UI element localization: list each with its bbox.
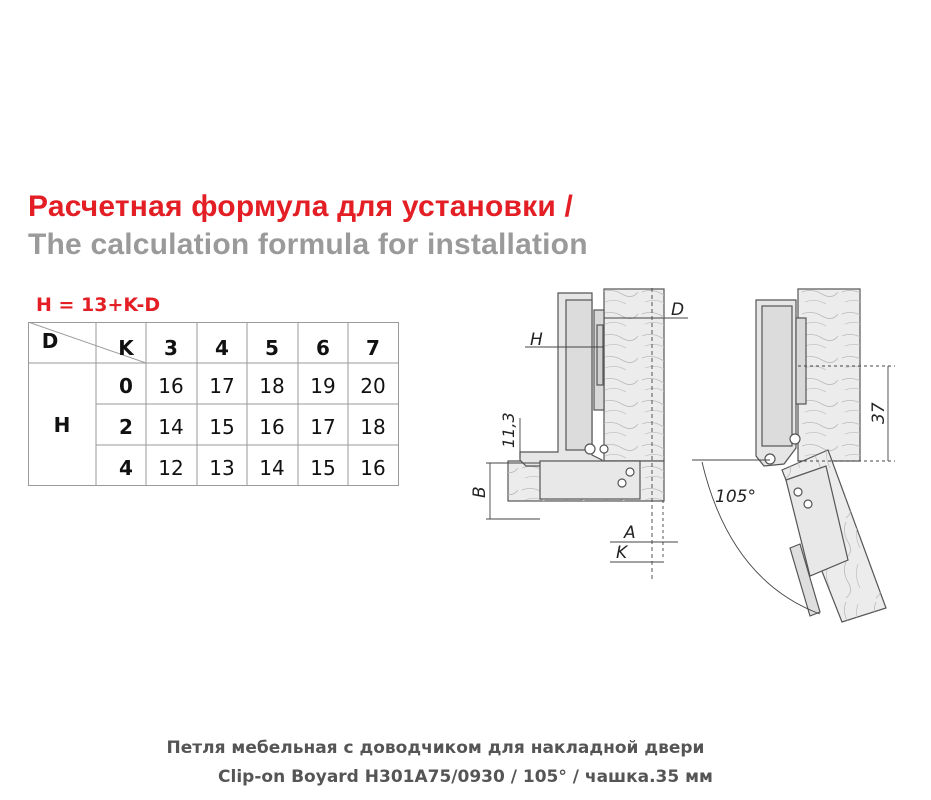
table-cell: 16 — [158, 374, 183, 398]
table-cell: 17 — [310, 415, 335, 439]
table-cell: 20 — [360, 374, 385, 398]
label-37: 37 — [869, 402, 889, 424]
table-cell: 19 — [310, 374, 335, 398]
table-cell: 15 — [310, 456, 335, 480]
closed-hinge-view — [507, 288, 665, 502]
caption-line-2: Clip-on Boyard H301A75/0930 / 105° / чаш… — [218, 767, 713, 787]
label-a: A — [623, 523, 636, 543]
label-angle: 105° — [715, 487, 756, 507]
table-cell: 17 — [209, 374, 234, 398]
label-d: D — [671, 300, 684, 320]
table-cell: 15 — [209, 415, 234, 439]
table-cell: 14 — [158, 415, 183, 439]
table-cell: 13 — [209, 456, 234, 480]
dimension-table: D K H 3 4 5 6 7 0 2 4 16 17 18 19 20 14 … — [28, 322, 399, 486]
formula: H = 13+K-D — [36, 294, 161, 316]
table-cell: 14 — [259, 456, 284, 480]
table-cell: 16 — [259, 415, 284, 439]
k-value: 4 — [119, 456, 133, 480]
d-value: 3 — [164, 336, 178, 360]
k-value: 0 — [119, 374, 133, 398]
table-cell: 16 — [360, 456, 385, 480]
label-k: K — [616, 543, 629, 563]
row-header-h: H — [54, 413, 71, 437]
open-hinge-view — [755, 288, 887, 623]
table-cell: 18 — [360, 415, 385, 439]
d-value: 6 — [316, 336, 330, 360]
product-caption: Петля мебельная с доводчиком для накладн… — [0, 734, 931, 792]
label-11-3: 11,3 — [499, 412, 518, 448]
d-value: 7 — [366, 336, 380, 360]
d-value: 4 — [215, 336, 229, 360]
label-b: B — [470, 486, 490, 498]
corner-k-label: K — [118, 336, 135, 360]
d-value: 5 — [265, 336, 279, 360]
label-h: H — [530, 330, 543, 350]
k-value: 2 — [119, 415, 133, 439]
table-cell: 12 — [158, 456, 183, 480]
title-english: The calculation formula for installation — [28, 228, 588, 261]
table-cell: 18 — [259, 374, 284, 398]
title-russian: Расчетная формула для установки / — [28, 190, 574, 223]
caption-line-1: Петля мебельная с доводчиком для накладн… — [166, 738, 705, 758]
corner-d-label: D — [42, 329, 59, 353]
